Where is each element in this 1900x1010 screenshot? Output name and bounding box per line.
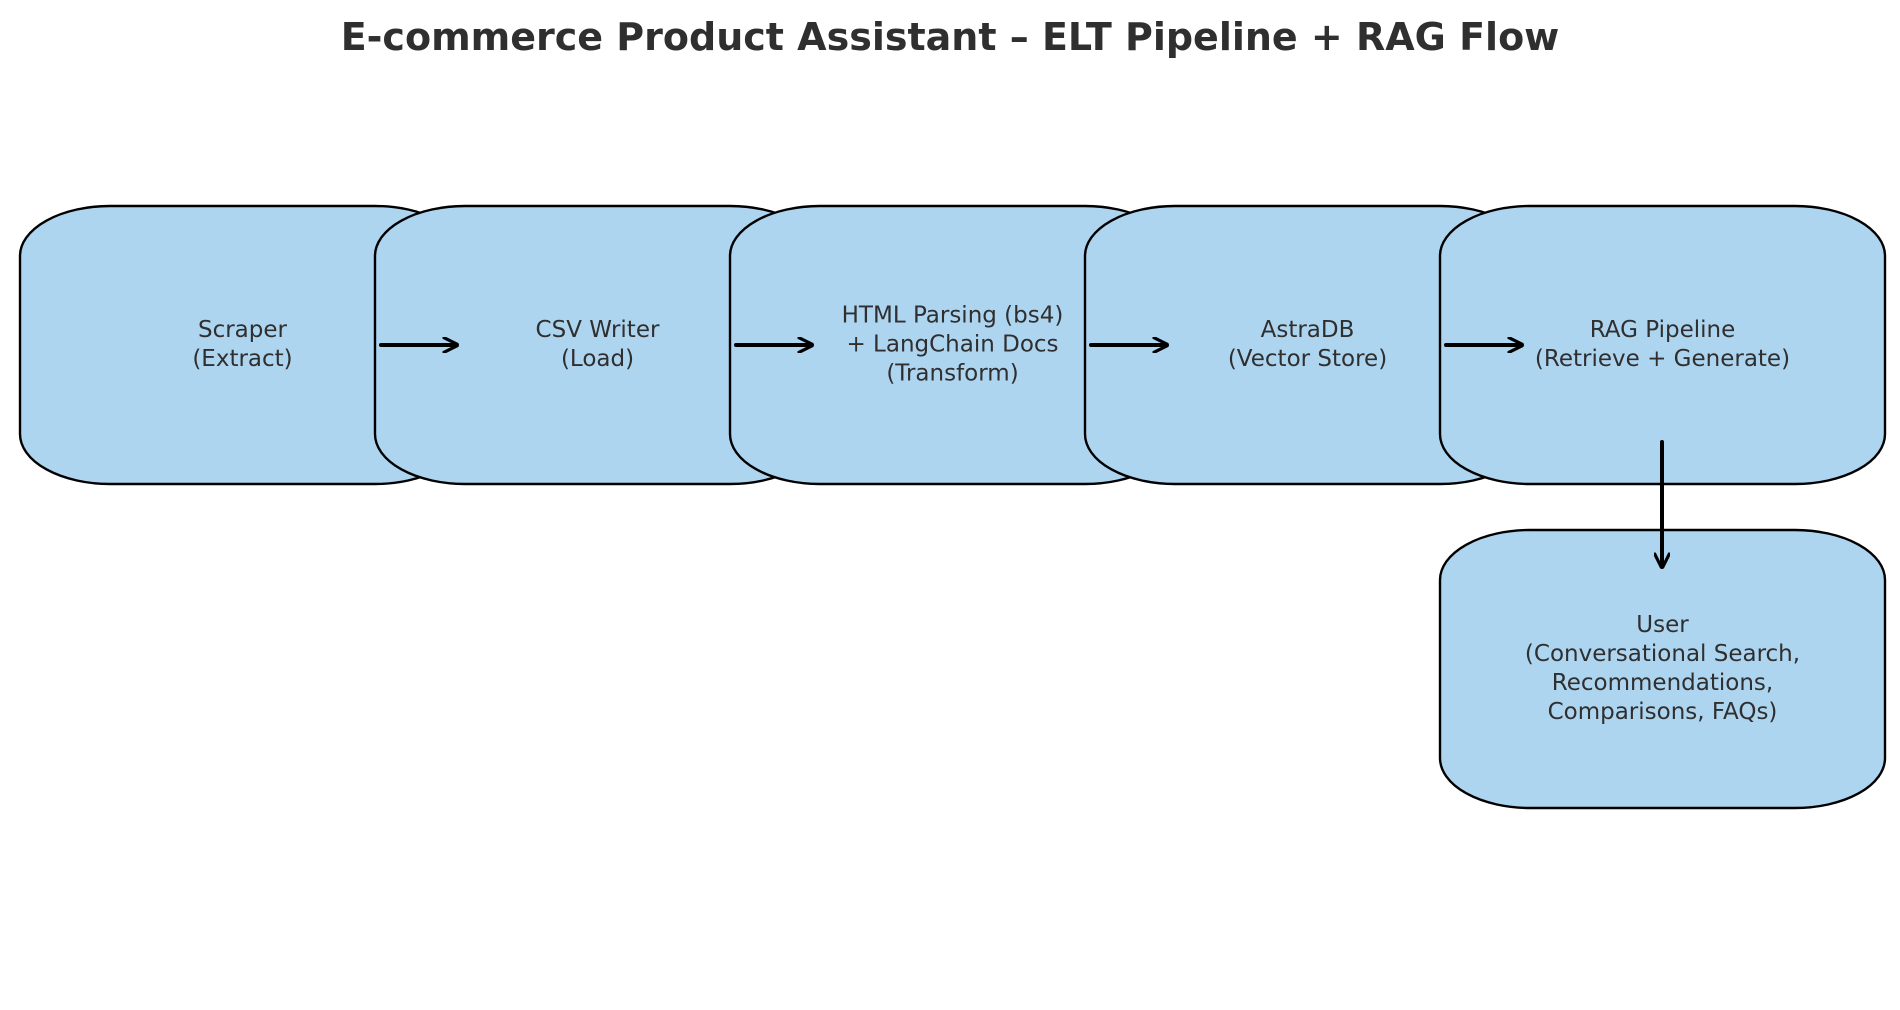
- node-label-line: (Retrieve + Generate): [1535, 346, 1790, 372]
- node-label-line: AstraDB: [1261, 317, 1355, 343]
- edges-layer: [379, 345, 1662, 569]
- nodes-layer: Scraper (Extract) CSV Writer (Load) HTML Par…: [18, 204, 1887, 810]
- node-label-line: CSV Writer: [536, 317, 660, 343]
- node-label-line: (Vector Store): [1228, 346, 1387, 372]
- node-rag-pipeline: RAG Pipeline (Retrieve + Generate): [1438, 204, 1887, 486]
- node-box: [1438, 528, 1887, 810]
- node-label-line: + LangChain Docs: [846, 332, 1058, 358]
- node-label-line: (Load): [561, 346, 634, 372]
- node-label-line: (Transform): [886, 361, 1018, 387]
- node-label-line: (Extract): [192, 346, 292, 372]
- node-html-parsing: HTML Parsing (bs4) + LangChain Docs (Trans…: [728, 204, 1177, 486]
- node-label-line: User: [1636, 612, 1689, 638]
- node-user: User (Conversational Search, Recommendatio…: [1438, 528, 1887, 810]
- node-astradb: AstraDB (Vector Store): [1083, 204, 1532, 486]
- node-label-line: HTML Parsing (bs4): [842, 303, 1064, 329]
- diagram-title: E-commerce Product Assistant – ELT Pipel…: [341, 15, 1560, 59]
- node-label-line: Recommendations,: [1552, 670, 1773, 696]
- node-label-line: RAG Pipeline: [1590, 317, 1736, 343]
- node-label-line: Comparisons, FAQs): [1548, 699, 1778, 725]
- node-label-line: Scraper: [198, 317, 288, 343]
- node-label-line: (Conversational Search,: [1525, 641, 1800, 667]
